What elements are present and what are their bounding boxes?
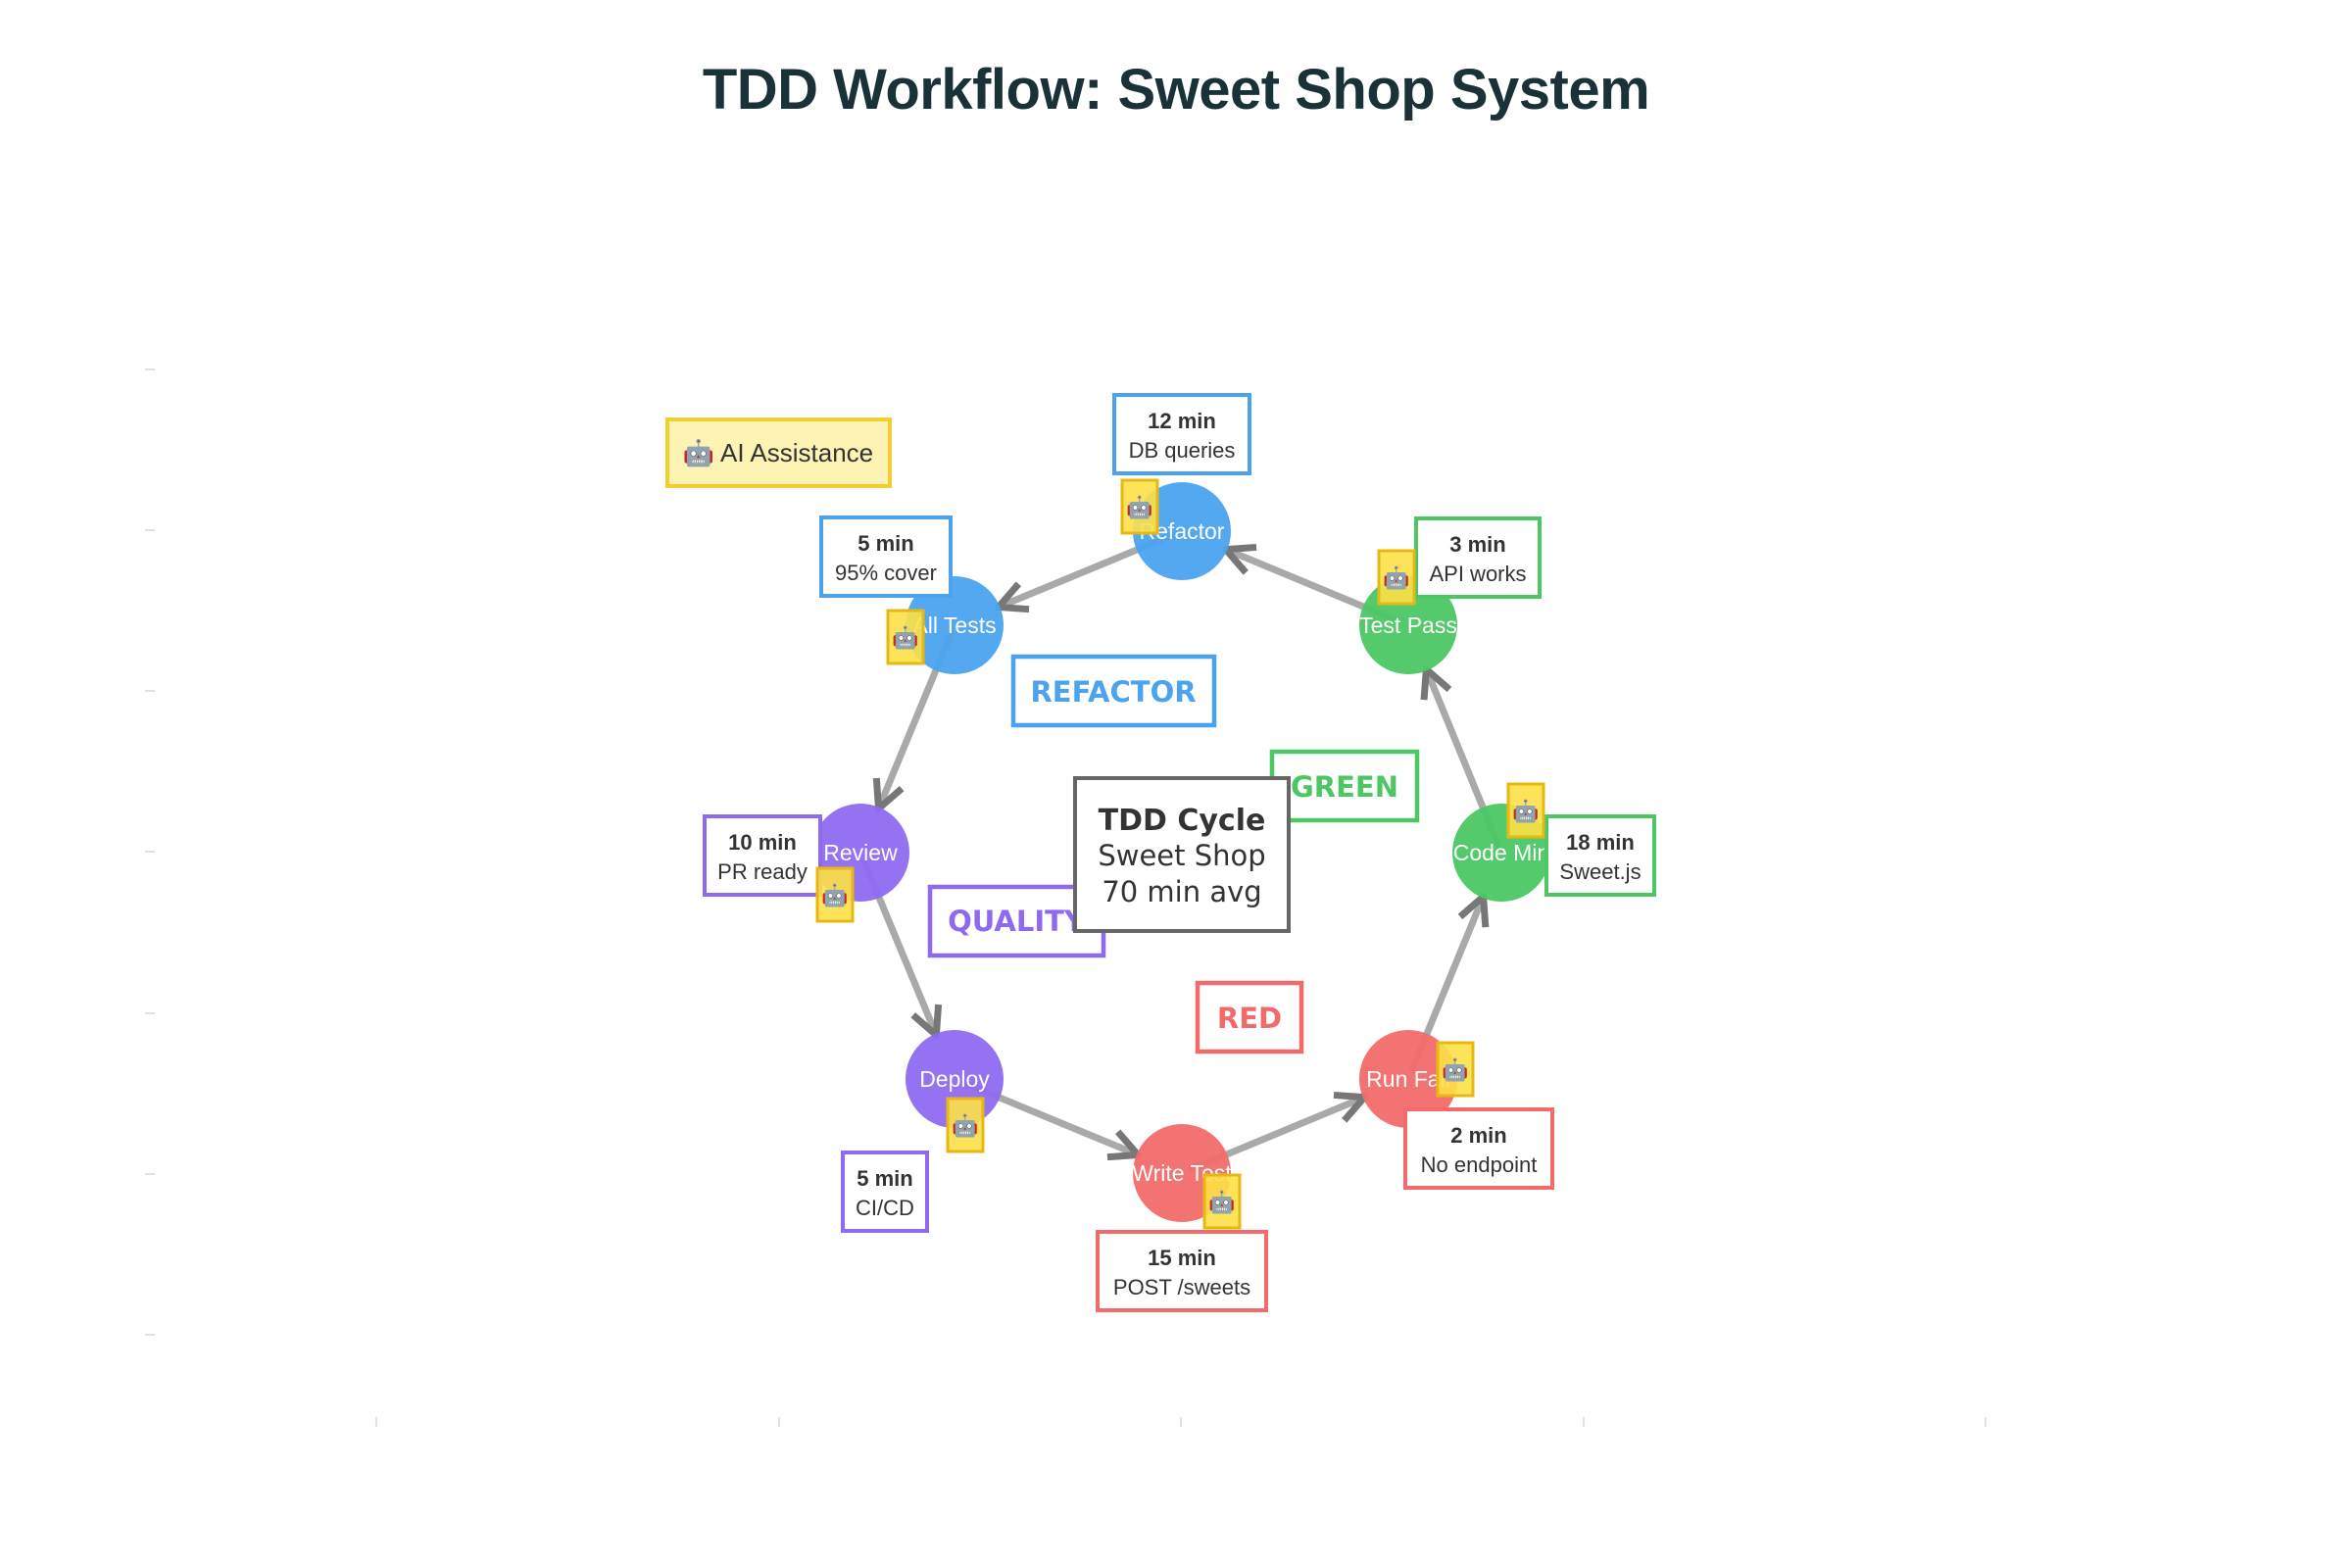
step-node-all-tests [906, 576, 1004, 674]
page-title: TDD Workflow: Sweet Shop System [702, 58, 1650, 122]
step-duration: 5 min [858, 531, 913, 556]
step-detail: DB queries [1129, 438, 1236, 463]
ai-badge-glyph: 🤖 [1383, 565, 1409, 591]
step-all-tests: All Tests 5 min 95% cover 🤖 [819, 515, 1004, 674]
ai-badge-icon: 🤖 [815, 866, 855, 923]
step-detail: CI/CD [856, 1196, 914, 1220]
step-detail: PR ready [717, 859, 808, 884]
step-duration: 5 min [857, 1166, 912, 1191]
step-detail: Sweet.js [1559, 859, 1641, 884]
step-duration: 18 min [1566, 830, 1635, 855]
legend-label: 🤖 AI Assistance [683, 438, 873, 467]
step-info-box [1096, 1230, 1268, 1312]
step-info-box [1403, 1107, 1554, 1190]
step-duration: 2 min [1450, 1123, 1506, 1148]
step-info-box [1112, 393, 1251, 475]
step-detail: No endpoint [1421, 1152, 1538, 1177]
phase-label-green: GREEN [1269, 749, 1420, 823]
ai-badge-glyph: 🤖 [892, 625, 918, 651]
step-detail: 95% cover [835, 561, 937, 585]
step-info-box [841, 1151, 929, 1233]
ai-badge-icon: 🤖 [946, 1097, 985, 1153]
ai-badge-icon: 🤖 [1202, 1173, 1242, 1230]
step-label: Code Min [1453, 840, 1549, 865]
center-title: TDD Cycle [1099, 804, 1266, 838]
step-label: Review [823, 840, 898, 865]
svg-text:QUALITY: QUALITY [948, 905, 1086, 938]
step-node-run-fail [1359, 1030, 1457, 1128]
ai-badge-icon: 🤖 [1436, 1041, 1475, 1098]
step-info-box [703, 814, 822, 897]
ai-badge-icon: 🤖 [1506, 782, 1545, 839]
step-duration: 15 min [1148, 1246, 1216, 1270]
center-summary-box: TDD Cycle Sweet Shop 70 min avg [1073, 776, 1291, 933]
step-duration: 12 min [1148, 409, 1216, 433]
ai-badge-glyph: 🤖 [952, 1113, 978, 1139]
svg-text:RED: RED [1217, 1002, 1282, 1035]
ai-badge-glyph: 🤖 [1126, 495, 1152, 520]
step-info-box [1544, 814, 1656, 897]
step-detail: POST /sweets [1113, 1275, 1250, 1299]
svg-text:GREEN: GREEN [1291, 770, 1398, 804]
step-detail: API works [1429, 562, 1526, 586]
step-info-box [1414, 516, 1542, 599]
step-duration: 10 min [728, 830, 797, 855]
step-label: Test Pass [1359, 612, 1457, 638]
step-label: Deploy [919, 1066, 990, 1092]
svg-text:REFACTOR: REFACTOR [1030, 675, 1196, 709]
ai-badge-glyph: 🤖 [821, 883, 848, 908]
step-review: Review 10 min PR ready 🤖 [703, 804, 909, 923]
center-subtitle: Sweet Shop [1098, 839, 1265, 872]
phase-label-red: RED [1195, 980, 1304, 1054]
ai-badge-icon: 🤖 [1377, 549, 1416, 606]
axis-ticks [145, 368, 1986, 1427]
step-label: All Tests [912, 612, 996, 638]
ai-badge-glyph: 🤖 [1512, 799, 1539, 824]
ai-badge-glyph: 🤖 [1208, 1190, 1235, 1215]
step-duration: 3 min [1449, 532, 1505, 557]
ai-badge-glyph: 🤖 [1442, 1057, 1468, 1083]
ai-badge-icon: 🤖 [1120, 478, 1159, 535]
center-note: 70 min avg [1102, 875, 1261, 908]
ai-assistance-legend: 🤖 AI Assistance [665, 417, 892, 488]
ai-badge-icon: 🤖 [886, 609, 925, 665]
phase-label-refactor: REFACTOR [1010, 654, 1217, 728]
step-info-box [819, 515, 953, 598]
